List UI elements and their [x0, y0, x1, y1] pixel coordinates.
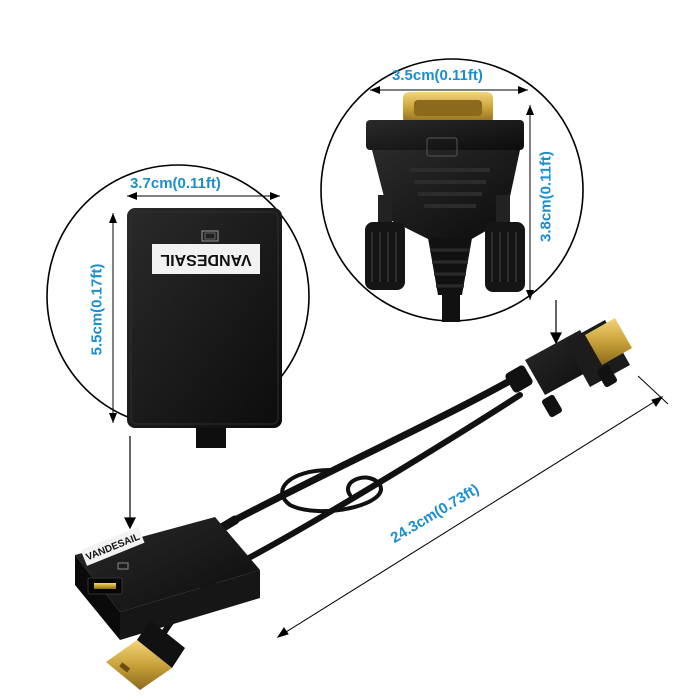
vga-width-label: 3.5cm(0.11ft)	[392, 67, 483, 84]
brand-label-large: VANDESAIL	[160, 251, 252, 268]
vga-height-label: 3.8cm(0.11ft)	[537, 151, 555, 242]
hdmi-adapter-small	[75, 517, 260, 640]
hdmi-height-label: 5.5cm(0.17ft)	[88, 263, 106, 356]
cable-length-dimension	[276, 375, 669, 638]
leader-lines	[124, 300, 562, 530]
usb-plug	[106, 620, 185, 690]
vga-zoom-circle	[320, 58, 584, 322]
hdmi-zoom-circle	[46, 164, 310, 448]
hdmi-width-label: 3.7cm(0.11ft)	[130, 175, 221, 192]
vga-connector-small	[505, 318, 632, 418]
